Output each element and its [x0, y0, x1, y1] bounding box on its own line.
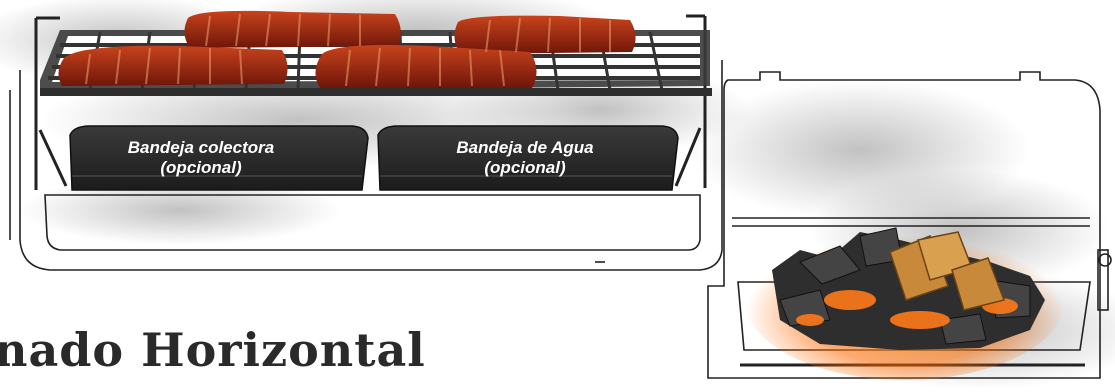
- water-tray: [377, 125, 679, 191]
- water-tray-label-line2: (opcional): [484, 158, 566, 177]
- drip-tray-label-line1: Bandeja colectora: [127, 138, 275, 157]
- page-title: nado Horizontal: [0, 323, 426, 377]
- wood-chunk-icon: [889, 231, 1006, 311]
- drip-tray: [69, 125, 369, 191]
- water-tray-label-line1: Bandeja de Agua: [456, 138, 594, 157]
- drip-tray-label-line2: (opcional): [160, 158, 242, 177]
- drip-tray-label: Bandeja colectora (opcional): [96, 138, 306, 178]
- water-tray-label: Bandeja de Agua (opcional): [420, 138, 630, 178]
- ribs-icon: [58, 10, 636, 88]
